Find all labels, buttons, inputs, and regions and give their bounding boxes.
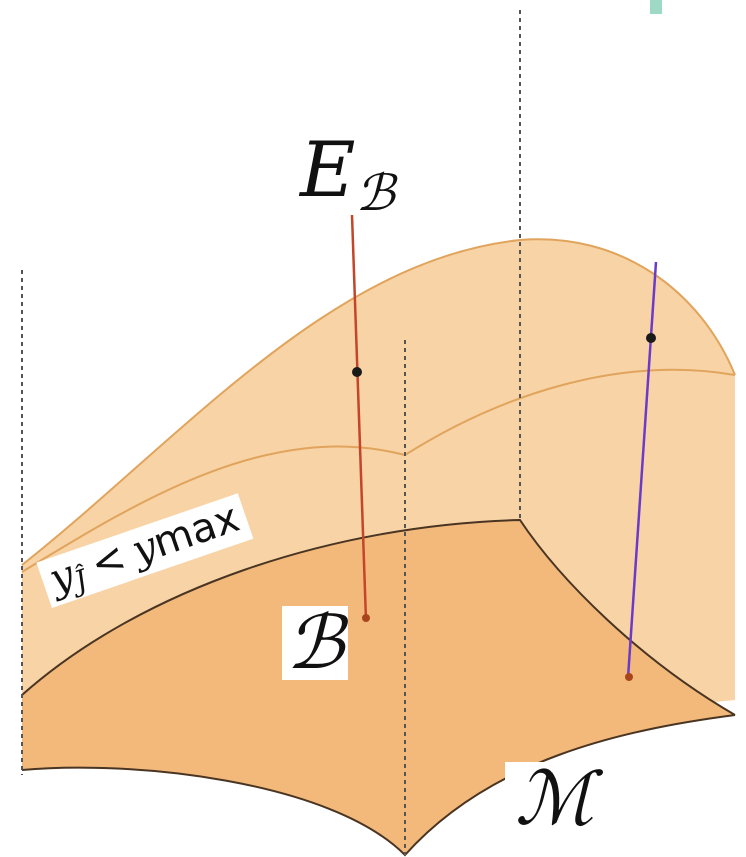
corner-accent-mark [650,0,662,14]
fiber-blue [626,261,658,679]
base-region [22,520,735,855]
fiber-red-upper-point [352,367,362,377]
fiber-label: Eℬ [300,125,395,222]
manifold-label: ℳ [505,762,605,836]
fiber-red-base-point [362,614,370,622]
upper-surface-ridge [21,238,736,566]
fiber-blue-upper-point [646,333,656,343]
fiber-blue-base-point [625,673,633,681]
base-region-edge [21,518,736,716]
base-label: ℬ [282,606,349,680]
fiber-red [350,214,368,621]
